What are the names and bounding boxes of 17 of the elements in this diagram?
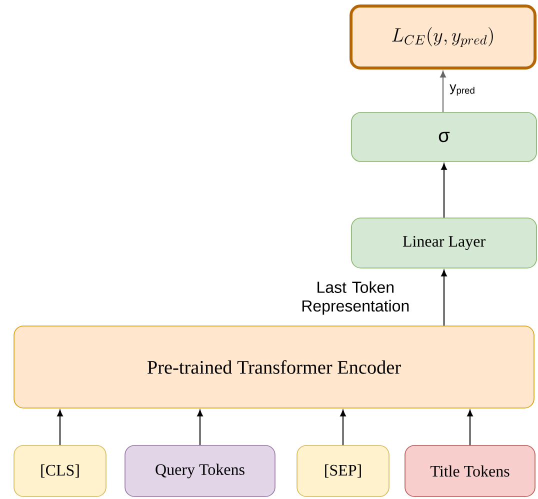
arrow (441, 163, 447, 218)
activation-box: σ (351, 112, 537, 162)
edge-label: y$_{pred}$ (450, 84, 474, 96)
token-box: [CLS] (14, 445, 106, 497)
token-box: Query Tokens (124, 445, 276, 497)
arrow (57, 410, 63, 446)
arrow (440, 70, 446, 112)
token-box: Title Tokens (404, 445, 536, 497)
arrow (467, 410, 473, 446)
arrow (441, 270, 447, 326)
encoder-box: Pre-trained Transformer Encoder (14, 326, 534, 408)
layer-box: Linear Layer (351, 218, 537, 268)
arrow (340, 410, 346, 446)
edge-label: Last Token Representation (302, 281, 409, 315)
token-box: [SEP] (296, 445, 390, 497)
arrow (197, 410, 203, 446)
loss-box: $L_{CE}(y, y_{pred})$ (350, 4, 536, 70)
